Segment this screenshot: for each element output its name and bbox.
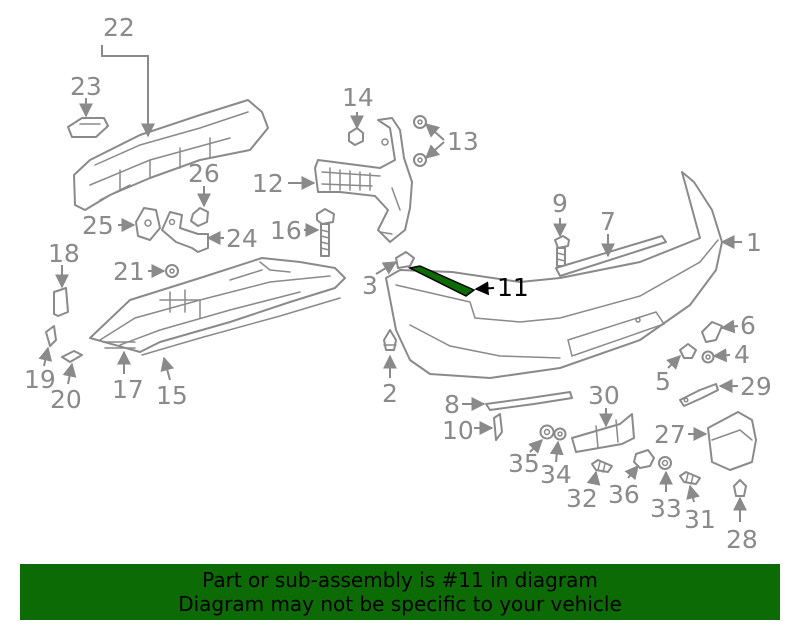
part-13-nuts: [413, 115, 427, 167]
callout-29: 29: [740, 372, 772, 401]
callout-32: 32: [566, 484, 598, 513]
part-19-pin: [45, 325, 57, 347]
part-21-washer: [165, 264, 179, 278]
callout-18: 18: [48, 239, 80, 268]
part-18-clip: [53, 287, 69, 317]
part-33-washer: [658, 456, 672, 470]
callout-28: 28: [726, 525, 758, 554]
callout-27: 27: [654, 420, 686, 449]
leader-11-highlighted: [474, 281, 495, 296]
part-2-push-pin: [383, 329, 397, 351]
part-9-bolt: [554, 235, 570, 267]
callout-1: 1: [746, 228, 762, 257]
callout-33: 33: [650, 494, 682, 523]
callout-17: 17: [112, 375, 144, 404]
callout-19: 19: [24, 365, 56, 394]
callout-30: 30: [588, 381, 620, 410]
part-20-clip: [61, 350, 83, 363]
callout-12: 12: [252, 169, 284, 198]
part-15-reinforcement: [89, 257, 346, 356]
callout-11-highlighted: 11: [497, 273, 529, 302]
callout-13: 13: [447, 127, 479, 156]
callout-9: 9: [552, 189, 568, 218]
part-12-mount-bracket: [314, 117, 413, 243]
part-26-bolt: [190, 207, 209, 227]
part-28-push-pin: [733, 479, 747, 497]
part-23-clip: [67, 117, 109, 138]
info-banner: Part or sub-assembly is #11 in diagram D…: [20, 564, 780, 620]
part-25-plate: [135, 207, 161, 241]
callout-20: 20: [50, 385, 82, 414]
part-29-trim: [679, 383, 719, 407]
callout-26: 26: [188, 159, 220, 188]
callout-5: 5: [655, 367, 671, 396]
parts-diagram: 22 23 14 13 12 26 25 24 16 21 18 19 20 1…: [24, 13, 772, 554]
banner-line-1: Part or sub-assembly is #11 in diagram: [202, 568, 598, 592]
callout-36: 36: [608, 480, 640, 509]
callout-labels: 22 23 14 13 12 26 25 24 16 21 18 19 20 1…: [24, 13, 772, 554]
part-4-washer: [701, 350, 715, 364]
part-27-cover: [707, 411, 757, 471]
part-30-bracket: [571, 413, 635, 453]
callout-22: 22: [103, 13, 135, 42]
leader-lines: [38, 45, 747, 522]
part-14-nut: [348, 127, 364, 146]
callout-24: 24: [226, 224, 258, 253]
callout-2: 2: [382, 379, 398, 408]
callout-3: 3: [362, 271, 378, 300]
callout-21: 21: [113, 257, 145, 286]
callout-8: 8: [444, 390, 460, 419]
part-35-washer: [539, 424, 555, 440]
part-36-nut: [633, 449, 655, 469]
part-31-screw: [679, 471, 701, 485]
part-11-highlighted: [407, 265, 476, 297]
callout-4: 4: [734, 340, 750, 369]
callout-16: 16: [270, 216, 302, 245]
part-10-pin: [493, 413, 503, 441]
callout-7: 7: [600, 207, 616, 236]
callout-25: 25: [82, 211, 114, 240]
callout-31: 31: [684, 505, 716, 534]
callout-34: 34: [540, 460, 572, 489]
part-3-clip: [395, 251, 415, 269]
part-8-bracket: [485, 391, 573, 411]
callout-35: 35: [508, 449, 540, 478]
callout-23: 23: [70, 72, 102, 101]
part-5-screw: [679, 343, 697, 359]
callout-15: 15: [156, 381, 188, 410]
part-16-bolt: [316, 208, 335, 257]
part-34-washer: [553, 427, 567, 441]
part-1-bumper-cover: [385, 171, 723, 379]
callout-6: 6: [740, 311, 756, 340]
callout-10: 10: [442, 416, 474, 445]
banner-line-2: Diagram may not be specific to your vehi…: [178, 592, 622, 616]
callout-14: 14: [342, 83, 374, 112]
part-32-screw: [591, 459, 613, 473]
part-6-clip: [701, 321, 723, 343]
part-22-upper-bracket: [73, 99, 269, 211]
